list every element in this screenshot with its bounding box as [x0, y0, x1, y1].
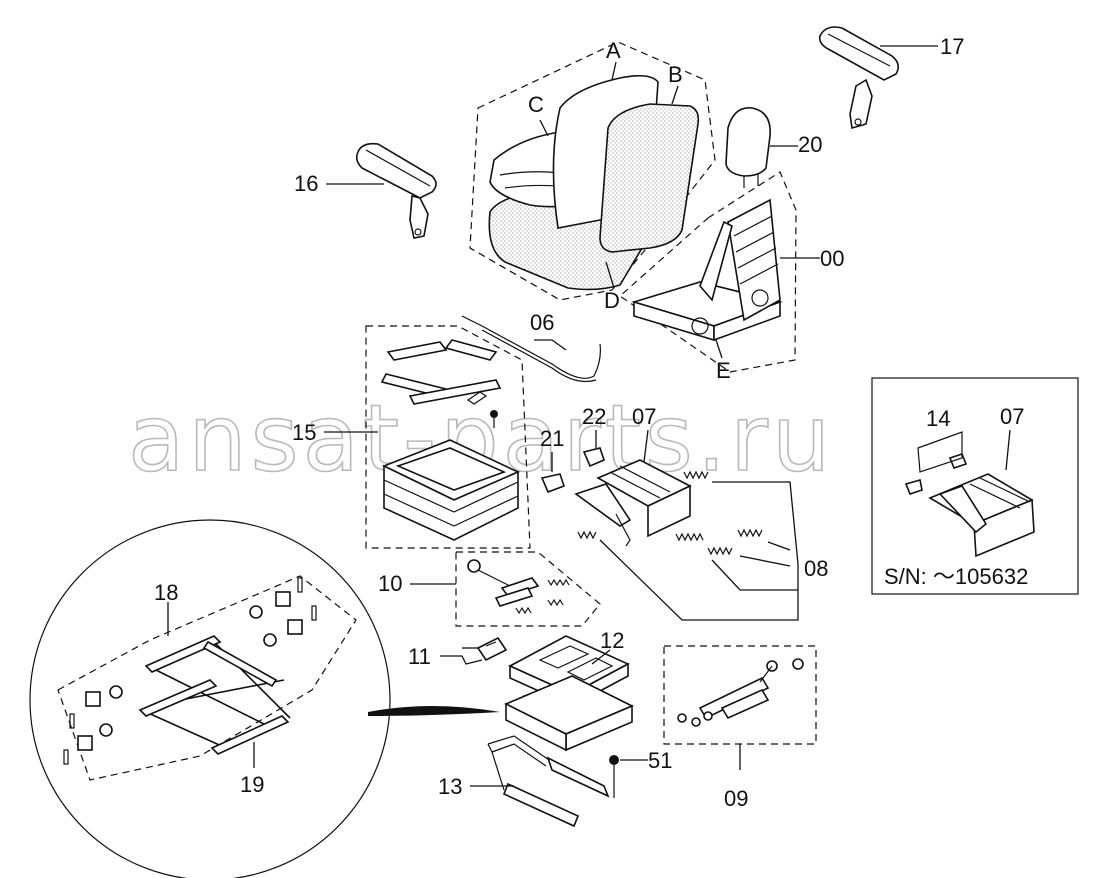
seat-cushion-group: A B C D [469, 38, 716, 313]
callout-19: 19 [240, 772, 264, 797]
detail-magnifier: 18 19 [29, 519, 500, 878]
lever-handle-13: 13 [438, 735, 610, 828]
callout-09: 09 [724, 786, 748, 811]
seat-cushion-outline [469, 41, 716, 301]
callout-14: 14 [926, 406, 950, 431]
callout-15: 15 [292, 420, 316, 445]
backrest-cover [599, 103, 700, 253]
bolt-kit-outline [455, 551, 601, 627]
headrest-20: 20 [725, 107, 822, 188]
bolt-kit-10: 10 [378, 551, 601, 627]
callout-C: C [528, 92, 544, 117]
lever-bracket-07: 07 [574, 404, 692, 547]
knob-22: 22 [582, 404, 606, 468]
armrest-left-16: 16 [294, 142, 437, 239]
adjust-cable-06: 06 [461, 310, 601, 383]
callout-20: 20 [798, 132, 822, 157]
callout-B: B [668, 62, 683, 87]
callout-16: 16 [294, 171, 318, 196]
slide-rail-kit-outline [365, 325, 531, 549]
callout-13: 13 [438, 774, 462, 799]
suspension-unit-12: 12 [504, 628, 634, 752]
callout-00: 00 [820, 246, 844, 271]
serial-number-note: S/N: ～105632 [884, 564, 1028, 589]
callout-18: 18 [154, 580, 178, 605]
serial-inset-box: 14 07 S/N: ～105632 [871, 377, 1079, 595]
bolt-51: 51 [609, 748, 672, 798]
knob-21: 21 [540, 426, 566, 494]
callout-07-inset: 07 [1000, 404, 1024, 429]
callout-21: 21 [540, 426, 564, 451]
seat-frame-00: 00 E [619, 171, 844, 383]
callout-11: 11 [408, 644, 431, 669]
damper-kit-09: 09 [663, 645, 817, 811]
callout-17: 17 [940, 34, 964, 59]
callout-E: E [716, 358, 731, 383]
slide-rail-kit-15: 15 [292, 325, 531, 549]
detail-circle [29, 519, 391, 878]
armrest-right-17: 17 [818, 26, 964, 130]
seat-frame-outline [619, 171, 797, 373]
callout-D: D [604, 288, 620, 313]
springs-08: 08 [577, 470, 828, 621]
clip-11: 11 [408, 636, 508, 669]
callout-07: 07 [632, 404, 656, 429]
callout-51: 51 [648, 748, 672, 773]
callout-A: A [606, 38, 621, 63]
callout-12: 12 [600, 628, 624, 653]
callout-06: 06 [530, 310, 554, 335]
callout-10: 10 [378, 571, 402, 596]
callout-08: 08 [804, 556, 828, 581]
callout-22: 22 [582, 404, 606, 429]
